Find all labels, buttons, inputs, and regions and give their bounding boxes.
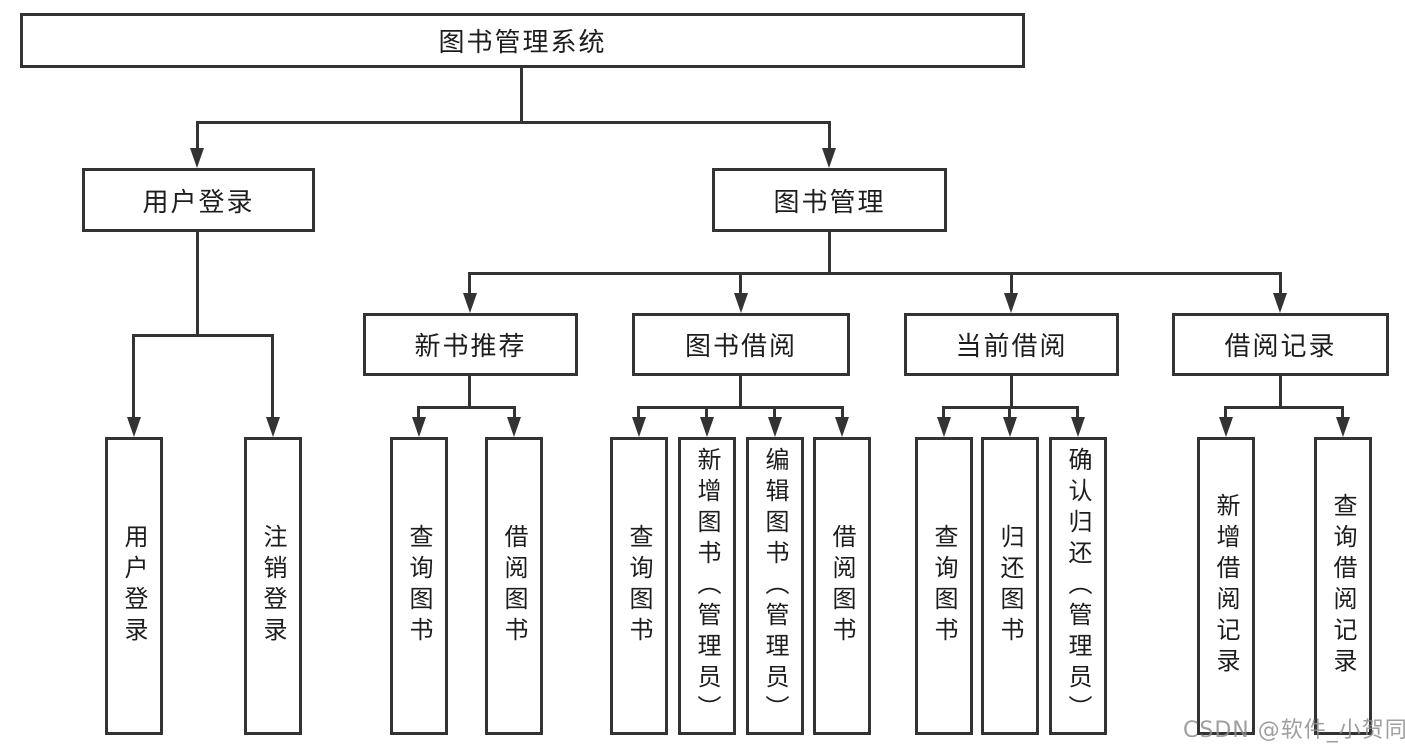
leaf-logout-label: 注销登录 (259, 524, 287, 648)
connector-stem (739, 376, 742, 408)
leaf-borrow-books-2: 借阅图书 (813, 437, 871, 735)
arrowhead (1003, 417, 1017, 437)
connector-stem (1010, 272, 1013, 295)
connector-stem (828, 232, 831, 274)
connector-stem (1010, 376, 1013, 408)
node-user-login: 用户登录 (82, 168, 315, 232)
node-current-borrow-label: 当前借阅 (955, 332, 1068, 362)
connector-stem (513, 406, 516, 419)
leaf-borrow-books-1-label: 借阅图书 (500, 524, 528, 648)
leaf-add-borrow-record-label: 新增借阅记录 (1212, 493, 1240, 679)
connector-root-stem (520, 68, 523, 123)
connector-stem (828, 121, 831, 150)
arrowhead (127, 417, 141, 437)
leaf-query-books-3-label: 查询图书 (930, 524, 958, 648)
leaf-query-borrow-record-label: 查询借阅记录 (1329, 493, 1357, 679)
arrowhead (1219, 417, 1233, 437)
arrowhead (734, 293, 748, 313)
connector-group5-bus (1224, 406, 1344, 409)
arrowhead (937, 417, 951, 437)
leaf-query-books-2-label: 查询图书 (625, 524, 653, 648)
leaf-edit-books-admin: 编辑图书（管理员） (746, 437, 804, 735)
arrowhead (1273, 293, 1287, 313)
connector-stem (132, 334, 135, 419)
connector-stem (271, 334, 274, 419)
node-user-login-label: 用户登录 (142, 187, 255, 218)
connector-stem (1341, 406, 1344, 419)
arrowhead (632, 417, 646, 437)
leaf-user-login-label: 用户登录 (120, 524, 148, 648)
node-new-book-recommend: 新书推荐 (363, 313, 578, 376)
arrowhead (835, 417, 849, 437)
connector-stem (705, 406, 708, 419)
node-borrow-records: 借阅记录 (1172, 313, 1389, 376)
arrowhead (266, 417, 280, 437)
arrowhead (1336, 417, 1350, 437)
connector-level3-bus (468, 272, 1281, 275)
node-borrow-records-label: 借阅记录 (1224, 332, 1337, 362)
connector-stem (468, 272, 471, 295)
node-current-borrow: 当前借阅 (904, 313, 1119, 376)
connector-stem (773, 406, 776, 419)
connector-group2-bus (417, 406, 516, 409)
leaf-add-books-admin-label: 新增图书（管理员） (693, 446, 721, 726)
csdn-watermark: CSDN @软件_小贺同学 (1183, 718, 1405, 743)
connector-stem (1224, 406, 1227, 419)
connector-stem (196, 232, 199, 336)
connector-stem (196, 121, 199, 150)
leaf-return-books-label: 归还图书 (996, 524, 1024, 648)
leaf-add-books-admin: 新增图书（管理员） (678, 437, 736, 735)
leaf-query-books-2: 查询图书 (610, 437, 668, 735)
node-book-borrow-label: 图书借阅 (684, 332, 797, 362)
connector-stem (841, 406, 844, 419)
connector-stem (1279, 376, 1282, 408)
arrowhead (412, 417, 426, 437)
leaf-borrow-books-1: 借阅图书 (485, 437, 543, 735)
arrowhead (822, 148, 836, 168)
node-book-management: 图书管理 (712, 168, 947, 232)
arrowhead (507, 417, 521, 437)
arrowhead (190, 148, 204, 168)
arrowhead (768, 417, 782, 437)
leaf-query-books-1: 查询图书 (390, 437, 448, 735)
connector-group3-bus (637, 406, 844, 409)
connector-stem (1279, 272, 1282, 295)
leaf-add-borrow-record: 新增借阅记录 (1197, 437, 1255, 735)
connector-stem (942, 406, 945, 419)
connector-stem (739, 272, 742, 295)
leaf-logout: 注销登录 (244, 437, 302, 735)
connector-stem (637, 406, 640, 419)
connector-level2-bus (196, 121, 831, 124)
arrowhead (700, 417, 714, 437)
leaf-query-borrow-record: 查询借阅记录 (1314, 437, 1372, 735)
node-root-label: 图书管理系统 (438, 28, 607, 58)
leaf-confirm-return-admin: 确认归还（管理员） (1049, 437, 1107, 735)
leaf-confirm-return-admin-label: 确认归还（管理员） (1064, 446, 1092, 726)
leaf-query-books-1-label: 查询图书 (405, 524, 433, 648)
leaf-edit-books-admin-label: 编辑图书（管理员） (761, 446, 789, 726)
connector-stem (468, 376, 471, 408)
node-new-book-recommend-label: 新书推荐 (414, 332, 527, 362)
leaf-borrow-books-2-label: 借阅图书 (828, 524, 856, 648)
leaf-return-books: 归还图书 (981, 437, 1039, 735)
connector-stem (1008, 406, 1011, 419)
arrowhead (1071, 417, 1085, 437)
connector-stem (1076, 406, 1079, 419)
connector-group1-bus (132, 334, 274, 337)
leaf-user-login: 用户登录 (105, 437, 163, 735)
arrowhead (463, 293, 477, 313)
node-book-management-label: 图书管理 (773, 187, 886, 218)
leaf-query-books-3: 查询图书 (915, 437, 973, 735)
connector-stem (417, 406, 420, 419)
arrowhead (1004, 293, 1018, 313)
node-book-borrow: 图书借阅 (632, 313, 850, 376)
node-root: 图书管理系统 (20, 13, 1025, 68)
